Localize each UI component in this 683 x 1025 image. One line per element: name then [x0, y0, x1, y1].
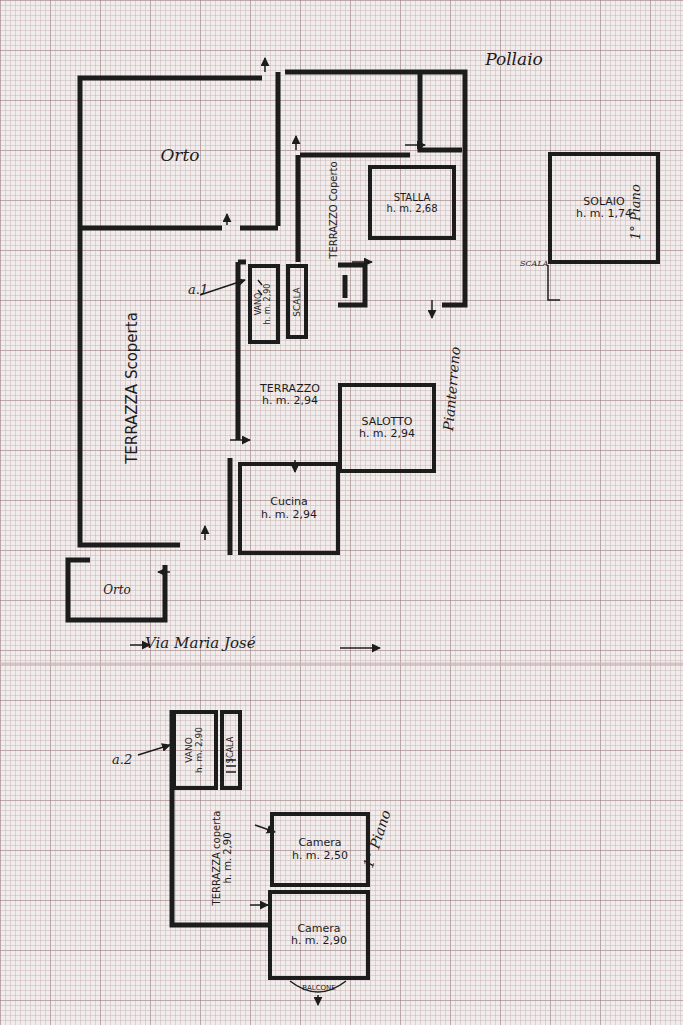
room-name: Camera — [298, 837, 341, 849]
plan-note: Via Maria José — [145, 634, 256, 652]
room-label-wrap: VANOh. m. 2,90 — [176, 714, 214, 786]
plan-note: a.2 — [112, 752, 132, 767]
room-name: TERRAZZO Coperto — [328, 161, 339, 258]
room-label-wrap: TERRAZZOh. m. 2,94 — [245, 345, 335, 445]
room: Camerah. m. 2,90 — [268, 890, 370, 980]
room-label-wrap: STALLAh. m. 2,68 — [372, 169, 452, 236]
room-label-wrap: BALCONE — [293, 982, 345, 996]
plan-note: SCALA — [520, 259, 548, 268]
room: SOLAIOh. m. 1,74 — [548, 152, 660, 264]
room-label-wrap: SCALA — [224, 714, 238, 786]
room: TERRAZZOh. m. 2,94 — [245, 345, 335, 445]
room-label-wrap: Camerah. m. 2,50 — [274, 816, 366, 883]
room: TERRAZZA copertah. m. 2,90 — [178, 795, 266, 921]
room-name: SCALA — [227, 737, 236, 763]
room-name: TERRAZZA Scoperta — [124, 312, 141, 464]
room-name: BALCONE — [302, 985, 336, 993]
room-name: TERRAZZO — [260, 383, 320, 395]
room-name: Cucina — [270, 496, 307, 508]
room-height: h. m. 2,90 — [291, 935, 347, 947]
room-height: h. m. 2,90 — [195, 727, 205, 773]
room-name: SALOTTO — [361, 416, 412, 428]
room-name: STALLA — [394, 192, 431, 203]
plan-note: a.1 — [188, 282, 208, 297]
room-height: h. m. 2,94 — [359, 428, 415, 440]
room: SALOTTOh. m. 2,94 — [338, 383, 436, 473]
room: BALCONE — [293, 982, 345, 996]
room: Cucinah. m. 2,94 — [238, 462, 340, 555]
room: VANOh. m. 2,90 — [172, 710, 218, 790]
room-label-wrap: Cucinah. m. 2,94 — [242, 466, 336, 551]
room: Orto — [90, 90, 270, 220]
room-name: TERRAZZA coperta — [211, 811, 222, 906]
room-label-wrap: Pollaio — [468, 42, 560, 76]
room-name: Pollaio — [485, 50, 543, 69]
room-height: h. m. 2,50 — [292, 850, 348, 862]
room: STALLAh. m. 2,68 — [368, 165, 456, 240]
room: SCALA — [286, 264, 308, 339]
room-name: SOLAIO — [583, 196, 624, 208]
room-height: h. m. 2,90 — [222, 832, 233, 883]
room: TERRAZZO Coperto — [302, 160, 364, 260]
room-height: h. m. 2,90 — [264, 284, 273, 325]
plan-note: 1° Piano — [628, 184, 643, 240]
room-label-wrap: TERRAZZA copertah. m. 2,90 — [178, 795, 266, 921]
room: Camerah. m. 2,50 — [270, 812, 370, 887]
plan-note: 1° Piano — [360, 808, 394, 870]
room: TERRAZZA Scoperta — [86, 236, 178, 540]
room: SCALA — [220, 710, 242, 790]
room-name: VANO — [255, 293, 264, 316]
room-name: Orto — [160, 146, 199, 165]
room-name: SCALA — [292, 287, 302, 317]
room: Orto — [72, 564, 162, 618]
room-height: h. m. 1,74 — [576, 208, 632, 220]
room-name: VANO — [185, 737, 195, 763]
room-label-wrap: Orto — [90, 90, 270, 220]
room: VANOh. m. 2,90 — [248, 264, 280, 344]
room: Pollaio — [468, 42, 560, 76]
room-label-wrap: TERRAZZA Scoperta — [86, 236, 178, 540]
room-label-wrap: SALOTTOh. m. 2,94 — [342, 387, 432, 469]
room-label-wrap: VANOh. m. 2,90 — [252, 268, 276, 340]
room-name: Camera — [297, 923, 340, 935]
room-height: h. m. 2,94 — [261, 509, 317, 521]
room-label-wrap: Orto — [72, 564, 162, 618]
room-label-wrap: Camerah. m. 2,90 — [272, 894, 366, 976]
plan-note: Pianterreno — [440, 346, 463, 431]
room-label-wrap: SCALA — [290, 268, 304, 335]
room-label-wrap: TERRAZZO Coperto — [302, 160, 364, 260]
room-height: h. m. 2,94 — [262, 395, 318, 407]
room-name: Orto — [103, 584, 131, 597]
room-height: h. m. 2,68 — [386, 203, 437, 214]
